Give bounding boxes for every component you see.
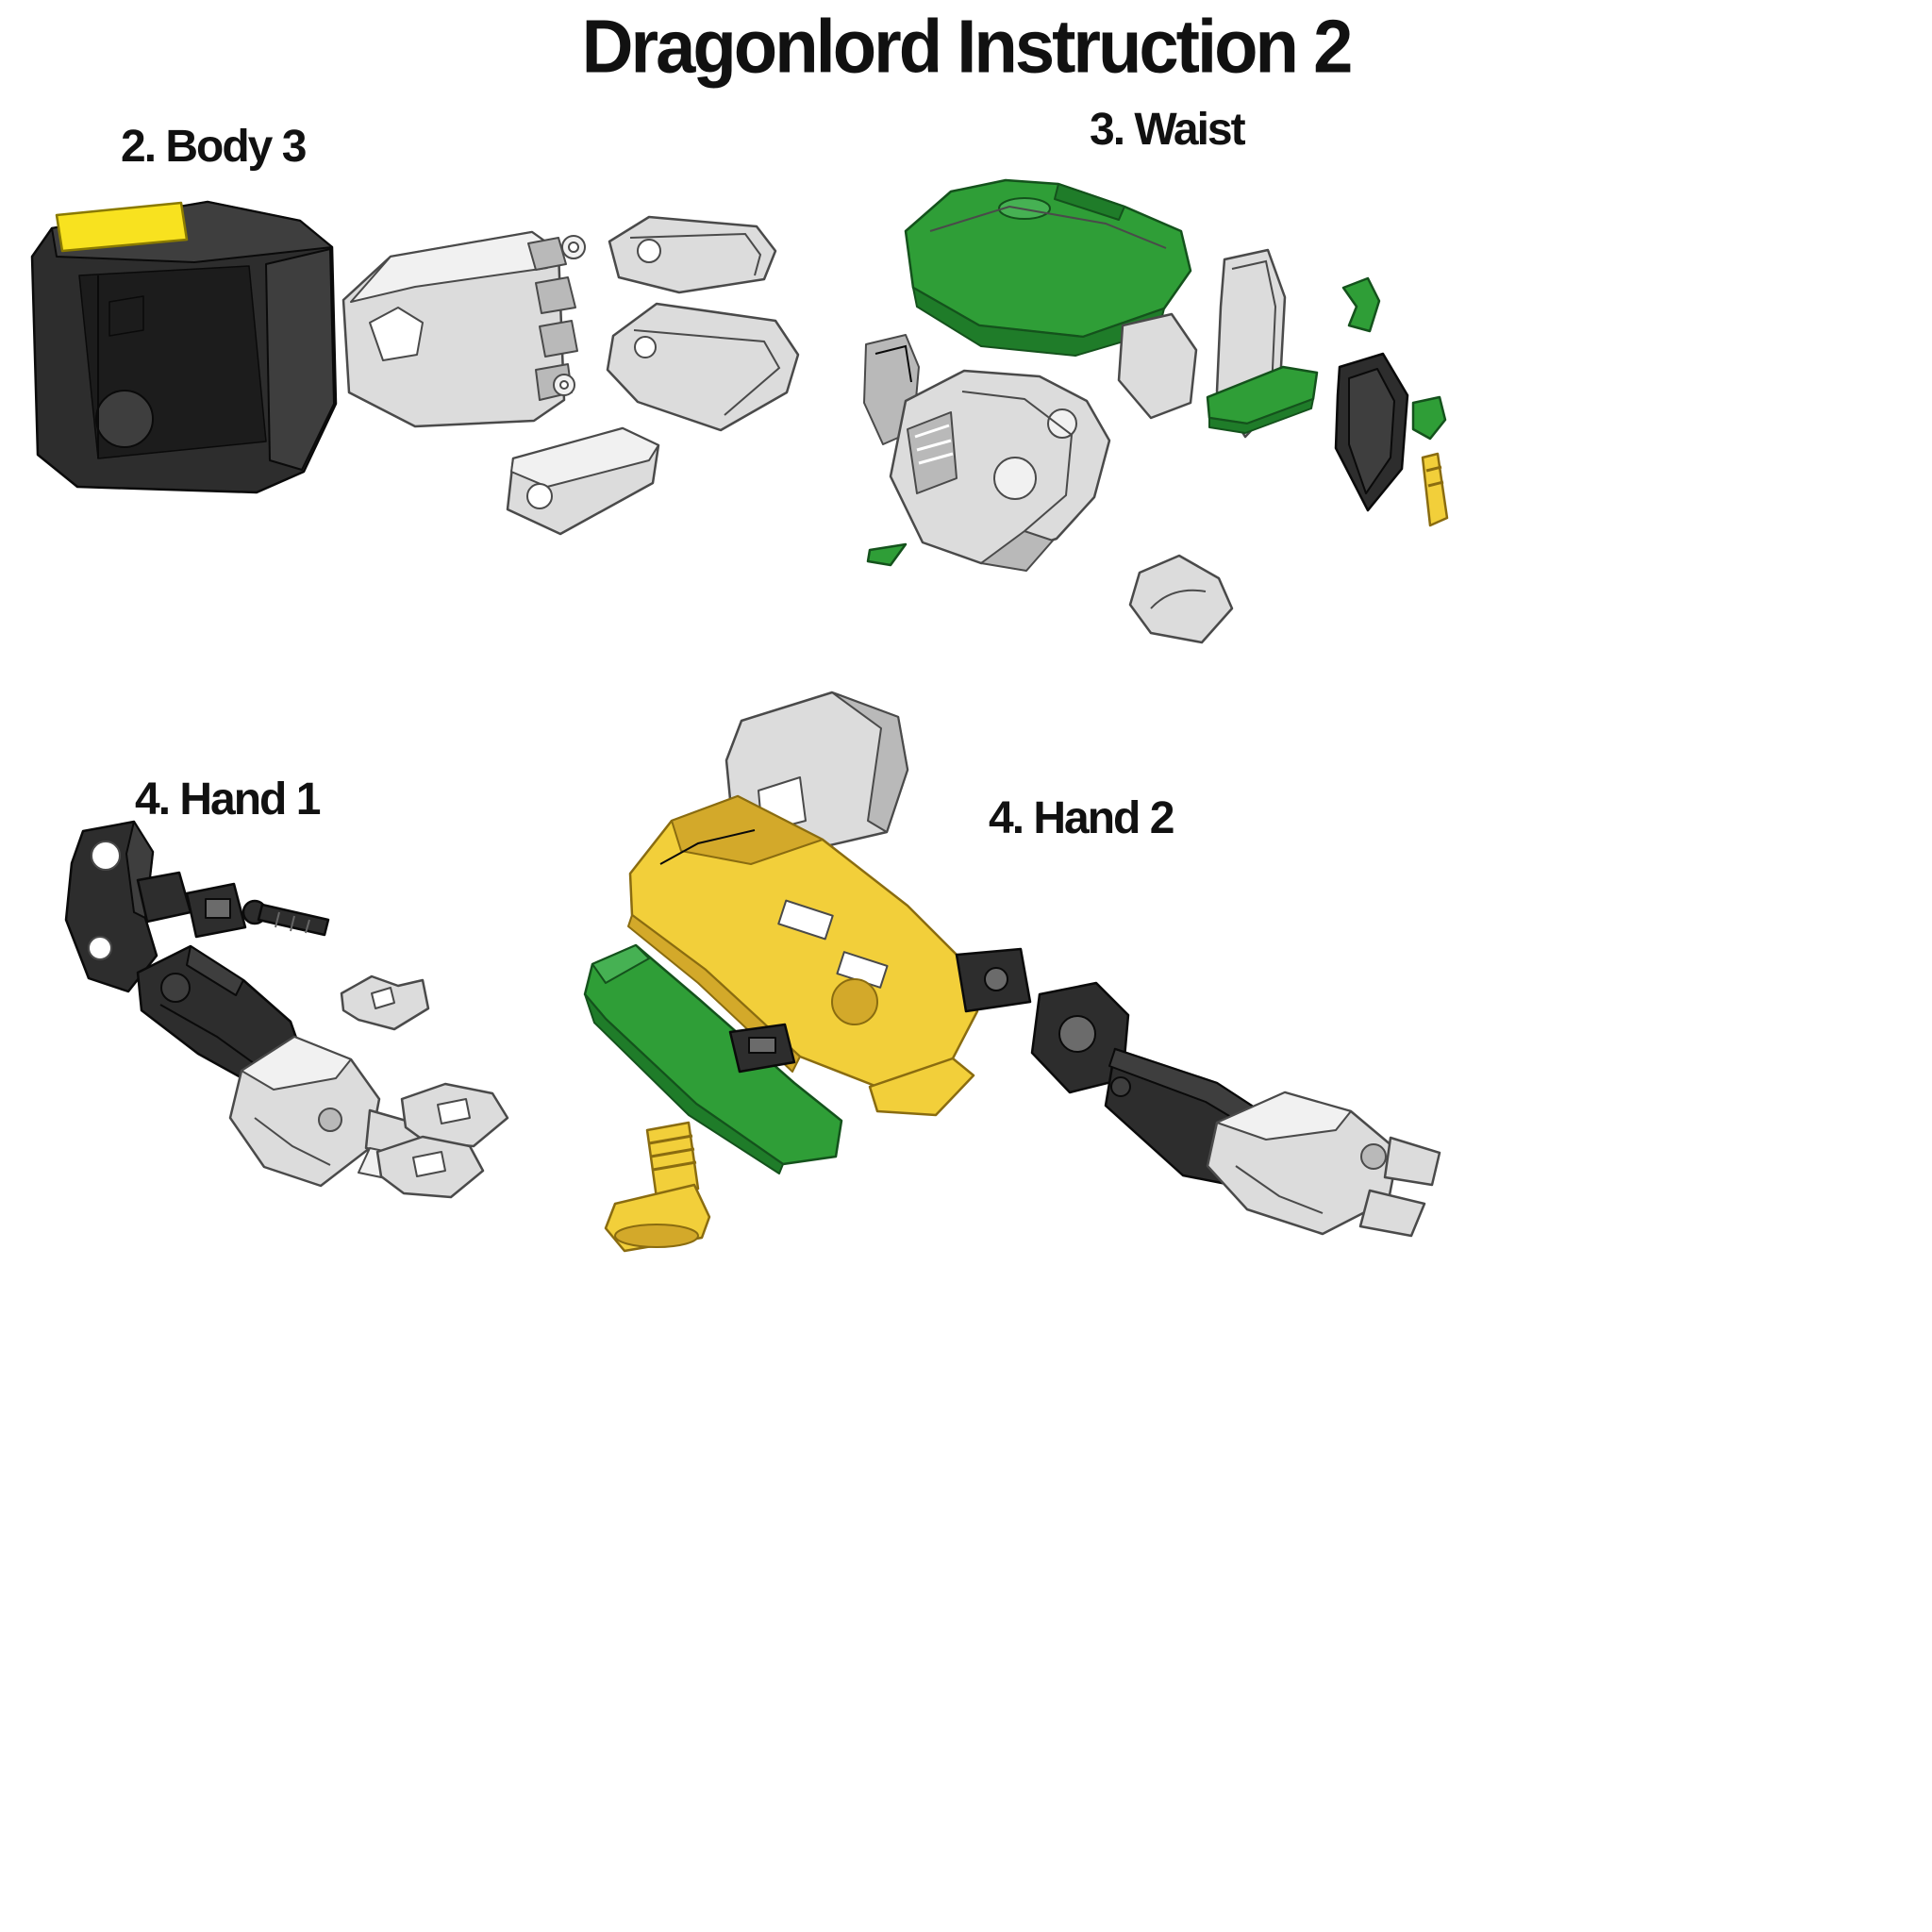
hand1-screw-part (242, 899, 330, 937)
waist-illustration (863, 178, 1449, 644)
waist-green-sliver-part (866, 542, 908, 567)
hand2-gray-wedge-part (724, 691, 909, 853)
hand2-black-connector-part (955, 947, 1032, 1013)
body3-illustration (30, 200, 800, 536)
waist-green-top-plate-part (904, 178, 1192, 357)
hand1-finger-top-part (340, 974, 430, 1031)
waist-green-rail-part (1206, 365, 1319, 434)
section-label-hand2: 4. Hand 2 (989, 793, 1174, 843)
hand2-black-clip-part (728, 1023, 796, 1074)
body3-hinge-plate-part (341, 230, 586, 428)
hand2-illustration (583, 691, 1441, 1253)
waist-green-hook-part (1341, 276, 1381, 333)
section-label-body3: 2. Body 3 (121, 122, 307, 172)
hand1-finger-mid-part (400, 1082, 509, 1148)
hand2-green-blade-part (583, 943, 843, 1174)
waist-center-assembly-part (889, 369, 1111, 572)
body3-armor-strip-mid-part (606, 302, 800, 432)
hand1-clamp-part (136, 871, 247, 939)
body3-armor-strip-top-part (608, 215, 777, 294)
page-title: Dragonlord Instruction 2 (581, 4, 1354, 90)
waist-foot-plate-part (1128, 554, 1234, 644)
hand2-hand-part (1206, 1091, 1441, 1238)
hand2-yellow-screw-part (604, 1121, 711, 1253)
body3-yellow-strip (55, 201, 189, 253)
body3-core-black-part (30, 200, 338, 494)
waist-black-side-armor-part (1334, 352, 1409, 512)
body3-armor-plate-bottom-part (506, 426, 660, 536)
section-label-hand1: 4. Hand 1 (135, 774, 321, 824)
waist-green-clip-part (1411, 395, 1447, 441)
section-label-waist: 3. Waist (1090, 105, 1246, 155)
hand1-finger-bottom-part (375, 1135, 485, 1199)
waist-yellow-pin-part (1421, 452, 1449, 527)
hand1-illustration (64, 820, 509, 1199)
